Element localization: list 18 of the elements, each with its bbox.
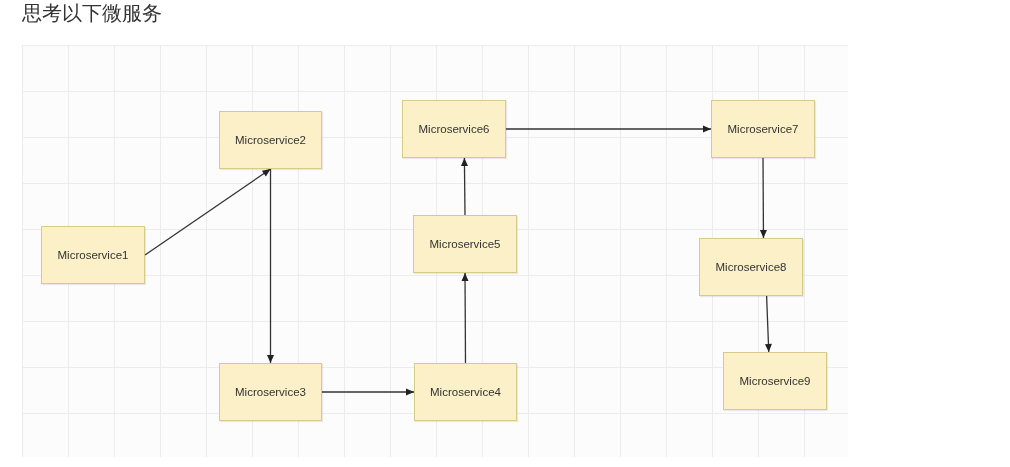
arrow <box>267 168 274 364</box>
arrow <box>759 157 767 239</box>
process-box: Microservice6 <box>402 100 506 158</box>
arrow <box>461 272 469 364</box>
process-box: Microservice5 <box>413 215 517 273</box>
arrow <box>144 168 272 256</box>
process-box: Microservice1 <box>41 226 145 284</box>
process-box: Microservice9 <box>723 352 827 410</box>
arrow <box>764 295 772 353</box>
arrow <box>321 388 415 396</box>
process-box: Microservice4 <box>414 363 517 421</box>
title: 思考以下微服务 <box>22 1 162 26</box>
arrow <box>461 157 468 216</box>
arrow <box>505 125 712 133</box>
process-box: Microservice7 <box>711 100 815 158</box>
process-box: Microservice2 <box>219 111 322 169</box>
process-box: Microservice8 <box>699 238 803 296</box>
process-box: Microservice3 <box>219 363 322 421</box>
